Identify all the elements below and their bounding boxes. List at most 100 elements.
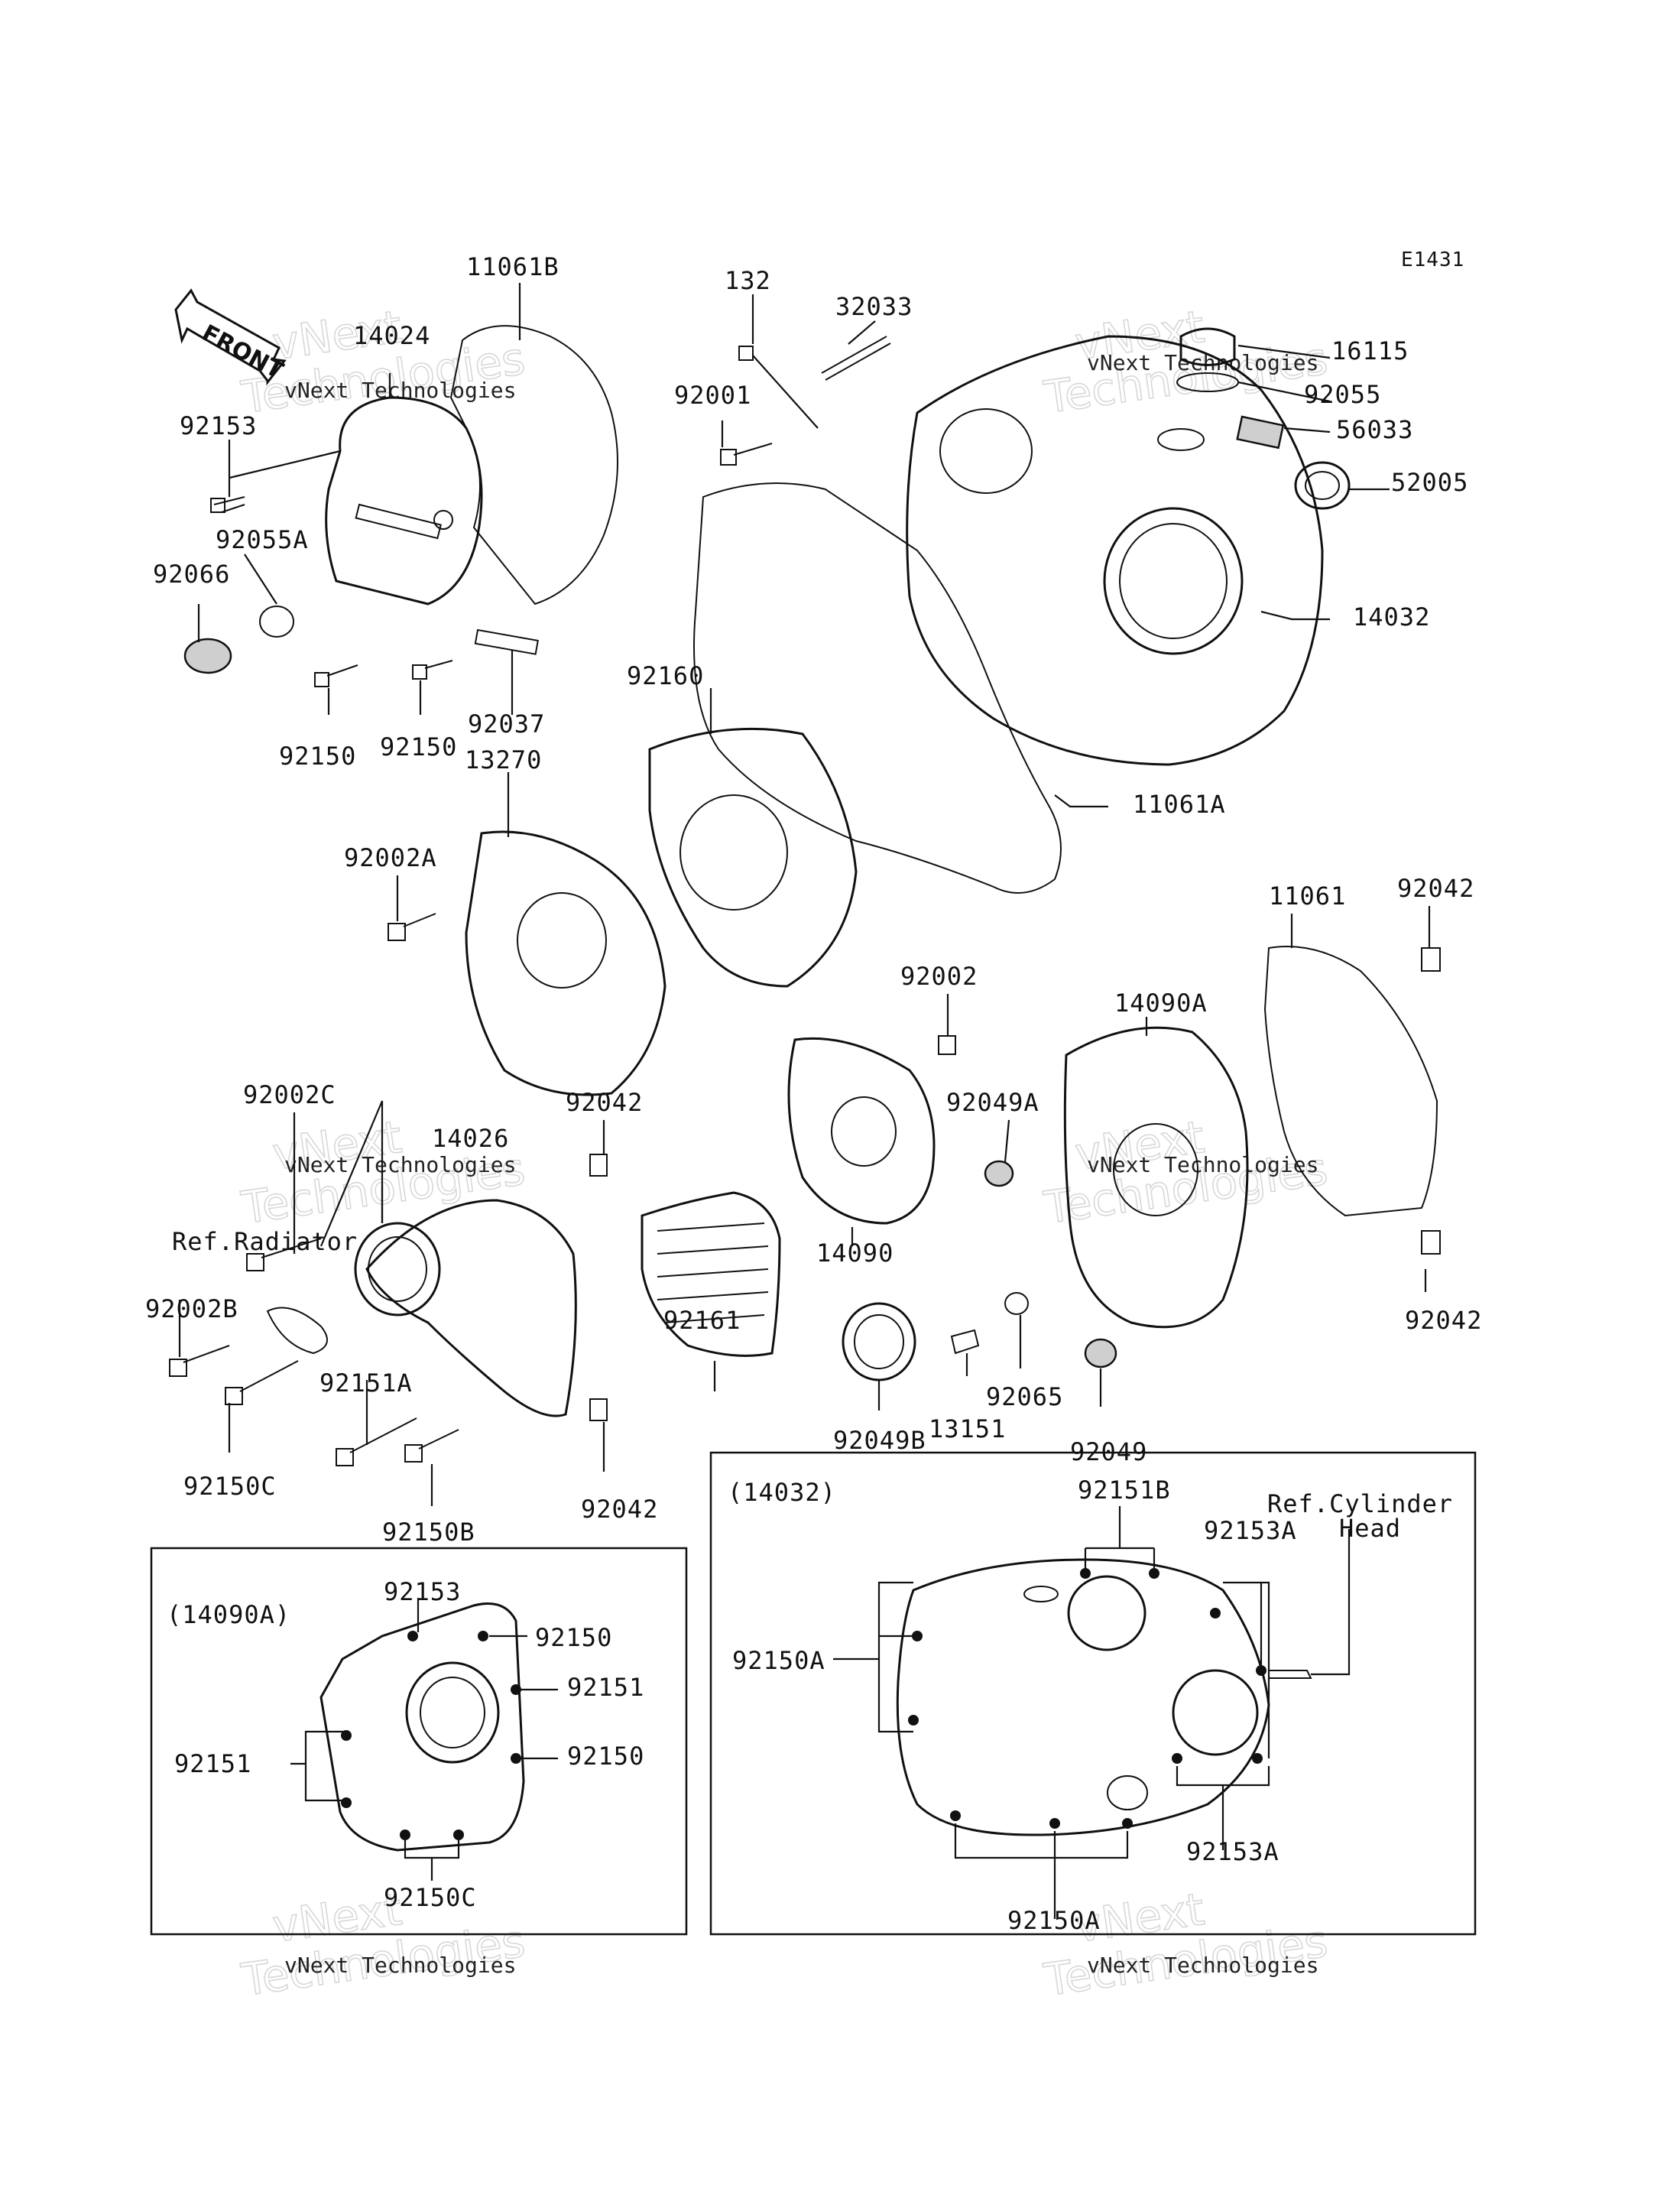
inset-frame (709, 1451, 1477, 1936)
inset-cover-drawing (319, 1602, 525, 1852)
diagram-code: E1431 (1401, 248, 1464, 271)
bolt-92150c (225, 1387, 243, 1405)
watermark-small: vNext Technologies (284, 1152, 516, 1177)
label-92150b: 92150B (382, 1518, 475, 1547)
label-92042-c: 92042 (1405, 1306, 1482, 1335)
inset-cover-drawing (896, 1558, 1270, 1836)
crankcase-cover-group (693, 294, 1390, 894)
label-92002b: 92002B (145, 1294, 238, 1323)
dowel-92042-d (589, 1398, 608, 1421)
dowel-92042-b (589, 1154, 608, 1177)
cylinder-head-pin (1269, 1670, 1312, 1679)
gasket-11061a (693, 482, 1062, 894)
label-92066: 92066 (153, 560, 230, 589)
label-92150c: 92150C (183, 1472, 277, 1501)
label-92150a: 92150A (1007, 1906, 1101, 1935)
cover-92161 (641, 1191, 781, 1357)
label-92042-d: 92042 (581, 1495, 658, 1524)
label-92150: 92150 (535, 1623, 612, 1652)
bolt-92002 (938, 1035, 956, 1055)
label-92049: 92049 (1070, 1437, 1147, 1466)
label-92042-b: 92042 (566, 1088, 643, 1117)
label-92002a: 92002A (344, 843, 437, 872)
watermark-small: vNext Technologies (1087, 350, 1318, 375)
bolt-92150b (404, 1444, 423, 1463)
label-92150-b: 92150 (380, 732, 457, 761)
shaft-32033 (821, 336, 891, 381)
bolt-92002c (246, 1253, 264, 1271)
label-92161: 92161 (663, 1306, 741, 1335)
seal-52005 (1294, 461, 1351, 510)
label-13151: 13151 (929, 1414, 1006, 1443)
label-13270: 13270 (465, 745, 542, 774)
label-92002: 92002 (900, 962, 978, 991)
watermark-small: vNext Technologies (284, 1953, 516, 1978)
label-92150-a: 92150 (279, 742, 356, 771)
label-92150c: 92150C (384, 1883, 477, 1912)
pump-cover-14026 (365, 1199, 577, 1417)
label-92055: 92055 (1304, 380, 1381, 409)
clutch-cover-group (183, 283, 618, 715)
inset-right-labels: (14032) 92151B Ref.Cylinder Head 92153A … (728, 1476, 1452, 1935)
plate-92160 (648, 727, 858, 988)
gasket-11061b (449, 325, 618, 606)
cover-opening (1103, 507, 1244, 655)
label-52005: 52005 (1391, 468, 1468, 497)
label-92049b: 92049B (833, 1426, 926, 1455)
clutch-cover-14024 (325, 396, 483, 606)
label-11061a: 11061A (1133, 790, 1226, 819)
seal-92049 (1084, 1338, 1117, 1368)
watermark-small: vNext Technologies (1087, 1953, 1318, 1978)
label-92150: 92150 (567, 1742, 644, 1771)
label-56033 (1236, 415, 1285, 450)
label-14090: 14090 (816, 1239, 894, 1268)
plate-13270 (465, 830, 666, 1096)
label-92153: 92153 (180, 411, 257, 440)
label-11061: 11061 (1269, 881, 1346, 911)
bolt-92150-a (314, 672, 329, 687)
washer-92065 (1004, 1292, 1029, 1315)
inset-frame (150, 1547, 688, 1936)
plate-14090 (787, 1037, 936, 1225)
bolt-92150-b (412, 664, 427, 680)
label-92065: 92065 (986, 1382, 1063, 1411)
bolt-92002a (388, 923, 406, 941)
gasket-11061 (1263, 946, 1438, 1217)
seal-group (842, 1292, 1117, 1411)
crankcase-cover-14032 (906, 335, 1324, 766)
middle-plates-group (388, 688, 858, 1096)
label-16115: 16115 (1331, 336, 1409, 365)
seal-92049a (984, 1160, 1014, 1187)
dowel-92042-a (1421, 947, 1441, 972)
bolt-92002b (169, 1359, 187, 1377)
pipe-bracket (266, 1307, 328, 1355)
label-14090a: 14090A (1114, 989, 1208, 1018)
label-92042-a: 92042 (1397, 874, 1474, 903)
label-11061b: 11061B (466, 252, 559, 281)
dowel-92042-c (1421, 1230, 1441, 1255)
watermark-small: vNext Technologies (1087, 1152, 1318, 1177)
plug-92066 (183, 638, 232, 674)
bolt-92001 (720, 449, 737, 466)
label-92049a: 92049A (946, 1088, 1039, 1117)
inset-14090a (150, 1547, 688, 1936)
inset-title: (14032) (728, 1478, 836, 1507)
label-92150a: 92150A (732, 1646, 825, 1675)
label-ref-cylinder-head: Head (1339, 1514, 1401, 1543)
bolt-132 (738, 346, 754, 361)
label-92037: 92037 (468, 709, 545, 739)
inset-left-labels: (14090A) 92153 92150 92151 92150 92151 9… (167, 1577, 644, 1912)
pump-cover-group (169, 1037, 936, 1506)
label-92153a: 92153A (1204, 1516, 1297, 1545)
label-14026: 14026 (432, 1124, 509, 1153)
inset-title: (14090A) (167, 1600, 290, 1629)
label-32033: 32033 (835, 292, 913, 321)
bolt-92151a (336, 1448, 354, 1466)
label-92151: 92151 (567, 1673, 644, 1702)
label-14024: 14024 (353, 321, 430, 350)
inset-14032 (709, 1451, 1477, 1936)
plate-92037 (474, 628, 539, 655)
label-92151: 92151 (174, 1749, 251, 1778)
label-56033: 56033 (1336, 415, 1413, 444)
